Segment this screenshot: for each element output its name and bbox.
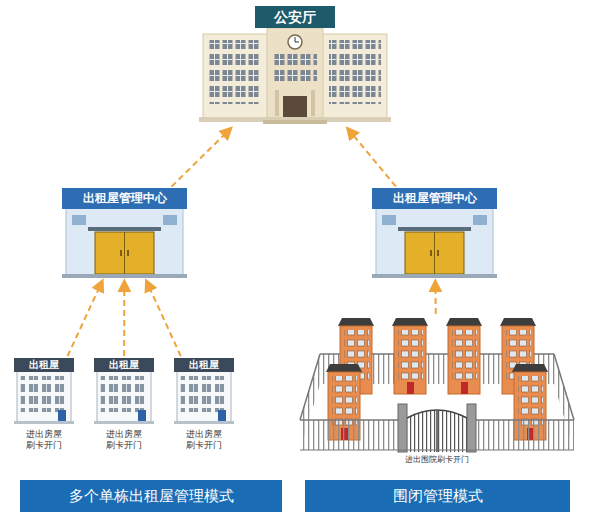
node-label: 出租屋 <box>94 358 154 372</box>
mode-band: 围闭管理模式 <box>305 480 570 512</box>
node-label: 进出围院刷卡开门 <box>298 454 576 466</box>
dashed-arrow <box>123 281 125 356</box>
management-center: 出租屋管理中心 <box>372 188 497 278</box>
node-caption: 进出房屋 刷卡开门 <box>103 429 145 451</box>
rental-building: 出租屋进出房屋 刷卡开门 <box>94 358 154 456</box>
dashed-arrow <box>434 281 437 314</box>
dashed-arrow <box>146 281 180 356</box>
dashed-arrow <box>172 128 231 186</box>
node-label: 出租屋管理中心 <box>372 188 497 209</box>
gated-compound: 进出围院刷卡开门 <box>298 316 576 468</box>
government-building: 公安厅 <box>195 4 395 126</box>
node-label: 围闭管理模式 <box>305 480 570 512</box>
management-center: 出租屋管理中心 <box>62 188 187 278</box>
dashed-arrow <box>348 128 396 186</box>
node-caption: 进出房屋 刷卡开门 <box>183 429 225 451</box>
mode-band: 多个单栋出租屋管理模式 <box>20 480 282 512</box>
rental-building: 出租屋进出房屋 刷卡开门 <box>14 358 74 456</box>
node-label: 出租屋 <box>14 358 74 372</box>
node-label: 多个单栋出租屋管理模式 <box>20 480 282 512</box>
dashed-arrow <box>68 281 103 356</box>
gated-compound-art <box>298 316 576 466</box>
node-caption: 进出房屋 刷卡开门 <box>23 429 65 451</box>
rental-building: 出租屋进出房屋 刷卡开门 <box>174 358 234 456</box>
node-label: 出租屋 <box>174 358 234 372</box>
node-label: 出租屋管理中心 <box>62 188 187 209</box>
node-label: 公安厅 <box>255 6 335 28</box>
